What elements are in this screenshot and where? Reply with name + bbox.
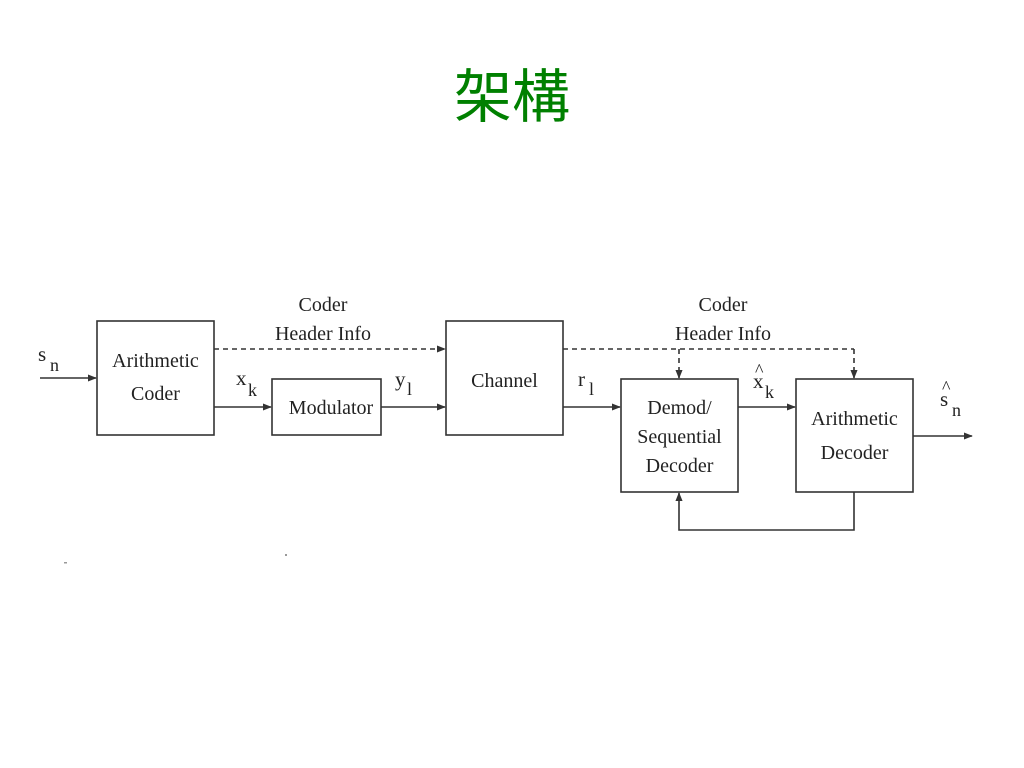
arithmetic-decoder-block	[795, 378, 914, 493]
arithmetic-coder-label-2: Coder	[131, 383, 180, 405]
signal-r-l-sub: l	[589, 379, 594, 399]
arithmetic-decoder-label-1: Arithmetic	[811, 408, 898, 430]
signal-s-n-main: s	[38, 342, 46, 366]
channel-block	[445, 320, 564, 436]
signal-x-k-main: x	[236, 366, 247, 390]
header-info-left-line-1: Coder	[299, 294, 348, 316]
signal-x-k: x k	[236, 366, 257, 400]
modulator-block	[271, 378, 382, 436]
signal-x-hat-k-sub: k	[765, 382, 774, 402]
demod-label-2: Sequential	[637, 426, 722, 448]
header-info-left-line-2: Header Info	[275, 323, 371, 345]
signal-s-hat-n-main: s	[940, 387, 948, 411]
signal-y-l: y l	[395, 367, 412, 399]
signal-s-hat-n-hat: ^	[942, 377, 951, 397]
arithmetic-coder-label-1: Arithmetic	[112, 350, 199, 372]
channel-label: Channel	[471, 370, 538, 392]
header-info-right-line-1: Coder	[699, 294, 748, 316]
modulator-label: Modulator	[289, 397, 374, 419]
signal-s-hat-n-sub: n	[952, 400, 961, 420]
feedback-arrow	[675, 492, 855, 531]
signal-r-l: r l	[578, 367, 594, 399]
signal-r-l-main: r	[578, 367, 585, 391]
signal-x-hat-k: ^ x k	[753, 360, 774, 402]
demod-sequential-decoder-block	[620, 378, 739, 493]
arithmetic-decoder-label-2: Decoder	[821, 442, 889, 464]
signal-x-k-sub: k	[248, 380, 257, 400]
header-info-right-line-2: Header Info	[675, 323, 771, 345]
scan-speck	[285, 554, 287, 556]
signal-s-n-sub: n	[50, 355, 59, 375]
scan-speck	[64, 562, 67, 564]
signal-s-hat-n: ^ s n	[940, 377, 961, 420]
page-title: 架構	[453, 63, 570, 131]
signal-x-hat-k-main: x	[753, 369, 764, 393]
signal-x-hat-k-hat: ^	[755, 360, 764, 380]
signal-y-l-sub: l	[407, 379, 412, 399]
demod-label-1: Demod/	[647, 397, 712, 419]
demod-label-3: Decoder	[646, 455, 714, 477]
signal-s-n: s n	[38, 342, 59, 375]
signal-y-l-main: y	[395, 367, 406, 391]
arithmetic-coder-block	[96, 320, 215, 436]
